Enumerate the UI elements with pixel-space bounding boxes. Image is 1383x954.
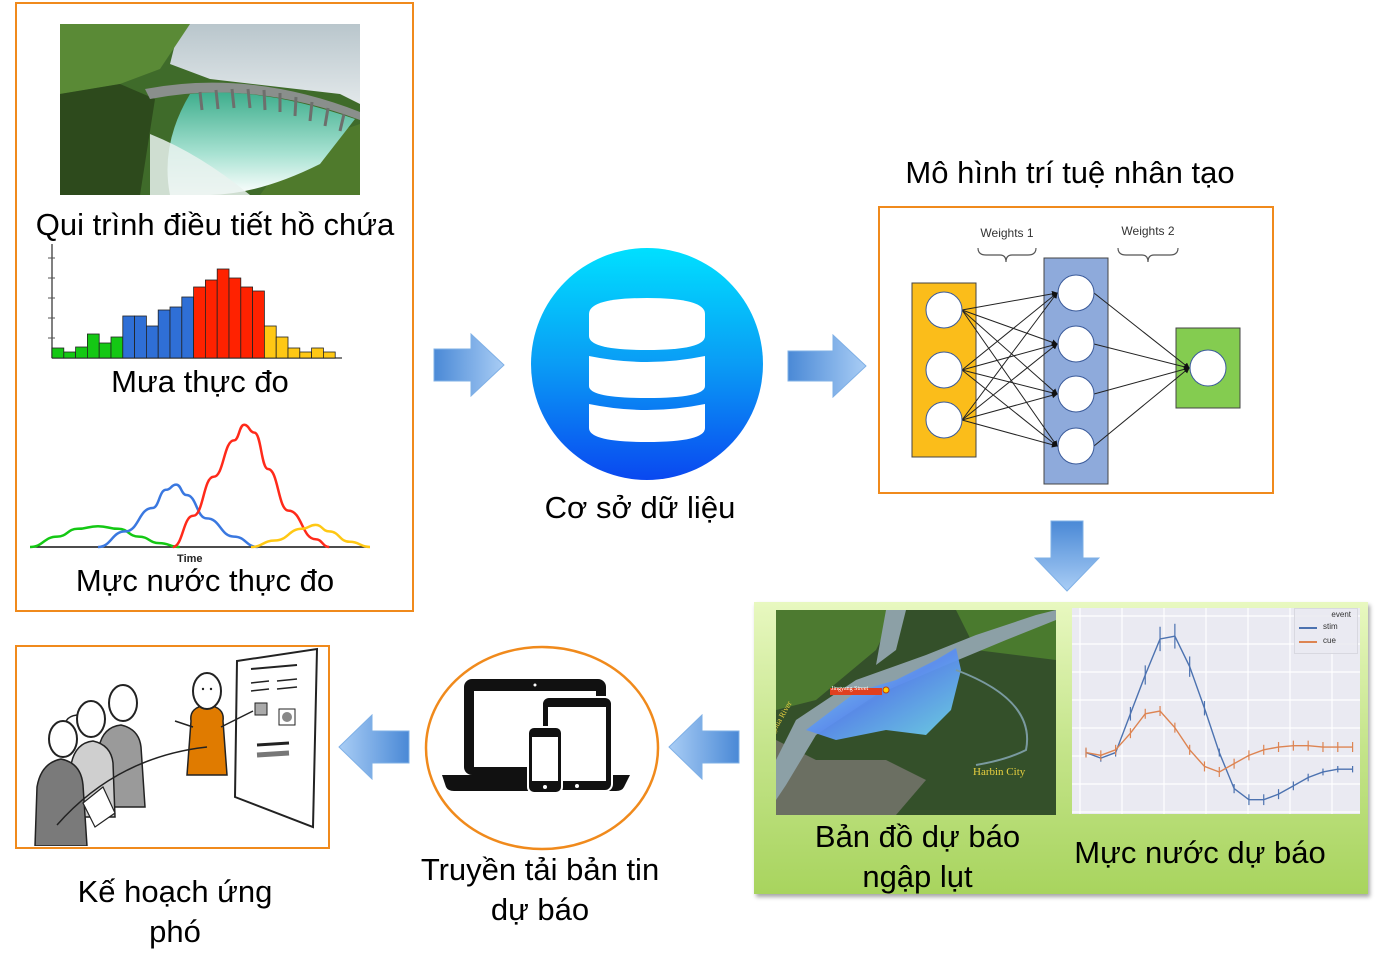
- response-plan-box: [15, 645, 330, 849]
- legend-swatch-stim: [1299, 627, 1317, 629]
- transmission-caption: Truyền tải bản tin dự báo: [400, 850, 680, 930]
- arrow-left-to-response: [338, 714, 410, 780]
- devices-icon: [424, 645, 660, 851]
- nn-edge: [961, 292, 1058, 421]
- rain-caption: Mưa thực đo: [111, 364, 289, 399]
- legend: event stim cue: [1294, 608, 1358, 654]
- response-caption-line2: phó: [149, 914, 201, 949]
- legend-label-stim: stim: [1323, 622, 1338, 631]
- weights-1-label: Weights 1: [980, 226, 1034, 240]
- map-label-street: Jingyang Street: [831, 686, 869, 692]
- nn-edge: [1093, 366, 1190, 395]
- water-x-label: Time: [177, 553, 202, 565]
- arrow-down-to-outputs: [1034, 520, 1100, 592]
- rain-bar: [122, 315, 136, 359]
- nn-edge: [961, 343, 1058, 421]
- rain-bar: [204, 279, 218, 359]
- nn-edge: [1093, 367, 1190, 447]
- rain-bar: [322, 351, 336, 359]
- map-caption-line1: Bản đồ dự báo: [814, 819, 1021, 854]
- rain-bar: [311, 347, 324, 359]
- response-caption: Kế hoạch ứng phó: [30, 872, 320, 952]
- forecast-series-cue: [1085, 710, 1353, 773]
- forecast-caption: Mực nước dự báo: [1074, 835, 1326, 870]
- nn-node-layer-1: [1057, 427, 1095, 465]
- rain-bar: [252, 290, 265, 359]
- arrow-left-to-transmission: [668, 714, 740, 780]
- weights-2-label: Weights 2: [1121, 224, 1175, 238]
- rain-bar: [263, 325, 277, 359]
- rain-bar: [193, 286, 206, 359]
- nn-node-layer-0: [925, 351, 963, 389]
- ai-model-title: Mô hình trí tuệ nhân tạo: [905, 155, 1235, 190]
- rain-bar: [98, 342, 112, 359]
- flood-forecast-map: Jingyang Street Songhua River Harbin Cit…: [776, 610, 1056, 815]
- response-caption-line1: Kế hoạch ứng: [77, 874, 273, 909]
- map-caption-line2: ngập lụt: [862, 859, 973, 894]
- meeting-illustration: [34, 647, 319, 846]
- forecast-water-level-chart: event stim cue: [1072, 608, 1360, 814]
- nn-edge: [961, 292, 1058, 371]
- arrow-right-to-model: [787, 334, 867, 398]
- nn-edge: [961, 309, 1058, 346]
- nn-edge: [1093, 343, 1190, 370]
- nn-node-layer-1: [1057, 375, 1095, 413]
- nn-edge: [961, 369, 1058, 447]
- rain-bar: [287, 347, 301, 359]
- legend-title: event: [1331, 610, 1351, 619]
- rain-bar: [299, 351, 312, 359]
- transmission-caption-line2: dự báo: [490, 892, 590, 927]
- dam-caption: Qui trình điều tiết hồ chứa: [35, 207, 395, 242]
- water-caption: Mực nước thực đo: [75, 563, 335, 598]
- rain-bar: [134, 315, 147, 359]
- water-level-chart: Time: [28, 405, 378, 575]
- rain-bar: [51, 347, 65, 359]
- rain-bar: [181, 296, 195, 359]
- nn-edge: [961, 392, 1058, 421]
- water-series-red: [172, 423, 330, 549]
- database-caption: Cơ sở dữ liệu: [544, 490, 736, 525]
- nn-edge: [961, 309, 1058, 447]
- rain-bar: [216, 268, 230, 359]
- rain-bar: [110, 336, 124, 359]
- database-icon: [531, 248, 763, 480]
- ai-model-box: Weights 1 Weights 2: [878, 206, 1274, 494]
- rain-bar: [75, 346, 88, 359]
- nn-edge: [961, 419, 1058, 448]
- rain-bar: [63, 351, 76, 359]
- water-series-blue: [97, 483, 258, 549]
- nn-node-layer-1: [1057, 325, 1095, 363]
- rain-bar: [228, 277, 242, 359]
- nn-edge: [1093, 292, 1190, 369]
- nn-edge: [961, 309, 1058, 395]
- water-series-yellow: [250, 523, 371, 549]
- legend-swatch-cue: [1299, 641, 1317, 643]
- rain-bar: [169, 306, 183, 359]
- rain-bar: [87, 333, 100, 359]
- rain-bar: [275, 336, 289, 359]
- rainfall-chart: [40, 240, 350, 365]
- nn-node-layer-0: [925, 401, 963, 439]
- nn-node-layer-2: [1189, 349, 1227, 387]
- legend-label-cue: cue: [1323, 636, 1336, 645]
- arrow-right-to-database: [433, 333, 505, 397]
- water-series-green: [29, 524, 180, 549]
- nn-node-layer-0: [925, 291, 963, 329]
- rain-bar: [240, 286, 254, 359]
- nn-node-layer-1: [1057, 274, 1095, 312]
- rain-bar: [157, 309, 171, 359]
- nn-edge: [961, 290, 1058, 311]
- transmission-caption-line1: Truyền tải bản tin: [420, 852, 660, 887]
- map-label-city: Harbin City: [973, 766, 1026, 778]
- map-caption: Bản đồ dự báo ngập lụt: [790, 817, 1045, 897]
- dam-photo: [60, 24, 360, 195]
- rain-bar: [146, 325, 159, 359]
